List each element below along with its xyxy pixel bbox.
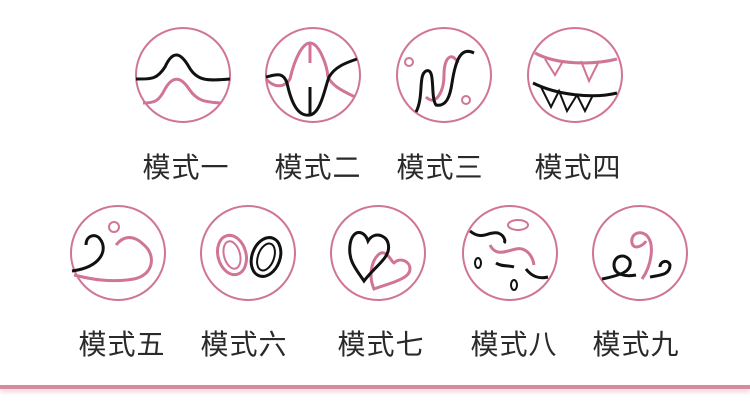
loops-icon[interactable]: [592, 205, 688, 301]
hearts-icon[interactable]: [330, 205, 426, 301]
mode-7-label: 模式七: [337, 328, 425, 361]
zigzag-teeth-icon[interactable]: [527, 27, 623, 123]
scattered-lines-icon[interactable]: [462, 205, 558, 301]
deep-wave-icon[interactable]: [265, 27, 361, 123]
bottom-divider: [0, 385, 750, 389]
s-curve-icon[interactable]: [396, 27, 492, 123]
mode-1-label: 模式一: [142, 151, 230, 184]
double-ring-icon[interactable]: [200, 205, 296, 301]
mode-5-label: 模式五: [78, 328, 166, 361]
double-wave-icon[interactable]: [135, 27, 231, 123]
swirl-icon[interactable]: [70, 205, 166, 301]
mode-9-label: 模式九: [592, 328, 680, 361]
mode-2-label: 模式二: [274, 151, 362, 184]
mode-8-label: 模式八: [470, 328, 558, 361]
mode-4-label: 模式四: [534, 151, 622, 184]
mode-3-label: 模式三: [396, 151, 484, 184]
mode-6-label: 模式六: [200, 328, 288, 361]
